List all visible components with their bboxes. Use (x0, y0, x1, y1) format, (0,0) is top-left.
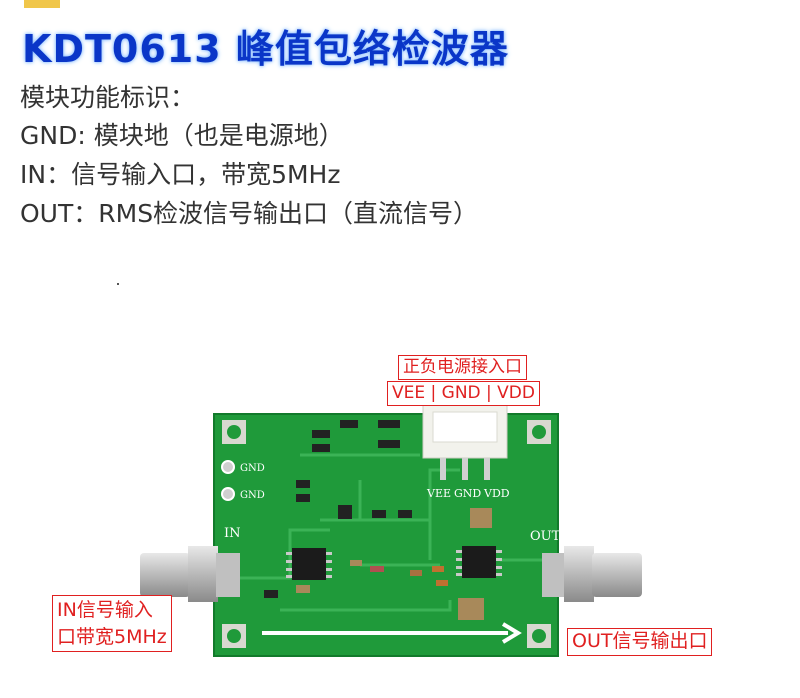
smd-components (264, 420, 492, 620)
in-callout-line2: 口带宽5MHz (57, 625, 167, 648)
silk-out: OUT (530, 529, 561, 544)
in-description: IN：信号输入口，带宽5MHz (20, 160, 341, 189)
silk-gnd-1: GND (240, 463, 265, 474)
page-title: KDT0613 峰值包络检波器 (22, 27, 509, 71)
gnd-description: GND: 模块地（也是电源地） (20, 121, 344, 150)
ic-u1 (462, 546, 496, 578)
title-decoration (24, 0, 60, 8)
in-callout-line1: IN信号输入 (57, 599, 153, 621)
power-pins-callout: VEE | GND | VDD (387, 381, 540, 407)
silk-gnd: GND (454, 487, 481, 500)
silk-vee: VEE (426, 487, 451, 500)
stray-dot (117, 283, 119, 285)
signal-flow-arrow (262, 622, 522, 644)
ic-u2 (292, 548, 326, 580)
function-heading: 模块功能标识： (20, 83, 196, 112)
silk-in: IN (224, 526, 241, 541)
in-callout: IN信号输入 口带宽5MHz (52, 595, 172, 653)
silk-vdd: VDD (483, 487, 510, 500)
sma-connector-out (542, 546, 642, 602)
gnd-pads (221, 460, 235, 501)
silk-gnd-2: GND (240, 490, 265, 501)
power-input-callout: 正负电源接入口 (398, 355, 527, 381)
out-description: OUT：RMS检波信号输出口（直流信号） (20, 199, 479, 228)
out-callout: OUT信号输出口 (567, 628, 713, 656)
sma-connector-in (140, 546, 240, 602)
power-connector (422, 402, 508, 480)
